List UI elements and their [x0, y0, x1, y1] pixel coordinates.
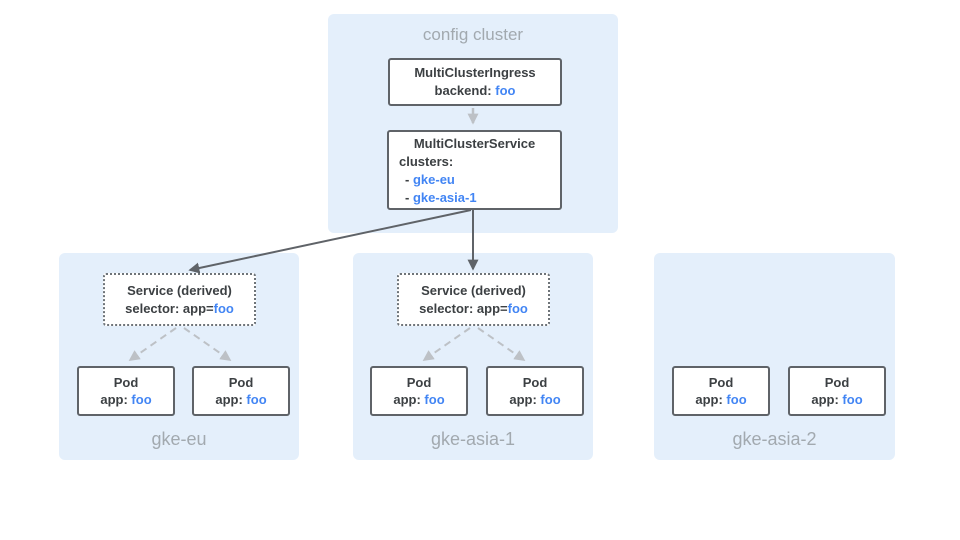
pod-box: Pod app: foo [77, 366, 175, 416]
cluster-label-gke-asia-2: gke-asia-2 [732, 429, 817, 449]
mci-title: MultiClusterIngress [414, 65, 536, 80]
service-selector-label: selector: app= [419, 300, 508, 316]
mcs-item-bullet: - [405, 172, 410, 187]
pod-app-line: app: foo [194, 391, 288, 408]
derived-service-box-gke-asia-1: Service (derived) selector: app=foo [397, 273, 550, 326]
pod-box: Pod app: foo [788, 366, 886, 416]
mcs-item-name: gke-asia-1 [412, 190, 477, 205]
cluster-label-gke-asia-1: gke-asia-1 [430, 429, 516, 449]
pod-title: Pod [113, 375, 139, 390]
pod-app-label: app: [215, 392, 243, 407]
mcs-subtitle: clusters: [399, 154, 454, 169]
pod-title: Pod [824, 375, 850, 390]
pod-box: Pod app: foo [370, 366, 468, 416]
cluster-region-gke-asia-2: gke-asia-2 [654, 253, 895, 460]
service-selector-value: foo [507, 300, 528, 316]
cluster-label-gke-eu: gke-eu [151, 429, 207, 449]
config-cluster-label: config cluster [422, 25, 524, 44]
pod-title: Pod [228, 375, 254, 390]
pod-app-line: app: foo [790, 391, 884, 408]
pod-app-line: app: foo [372, 391, 466, 408]
mcs-title: MultiClusterService [413, 136, 536, 151]
pod-app-label: app: [393, 392, 421, 407]
pod-box: Pod app: foo [192, 366, 290, 416]
pod-title: Pod [708, 375, 734, 390]
multi-cluster-ingress-box: MultiClusterIngress backend: foo [388, 58, 562, 106]
service-selector-label: selector: app= [125, 300, 214, 316]
pod-app-line: app: foo [488, 391, 582, 408]
pod-title: Pod [522, 375, 548, 390]
mcs-item-name: gke-eu [412, 172, 455, 187]
service-selector-value: foo [213, 300, 234, 316]
pod-app-value: foo [424, 392, 445, 407]
pod-app-label: app: [811, 392, 839, 407]
pod-app-label: app: [100, 392, 128, 407]
mci-backend-label: backend: [434, 83, 492, 98]
service-selector-line: selector: app=foo [399, 300, 548, 318]
cluster-region-gke-asia-1: gke-asia-1 [353, 253, 593, 460]
pod-app-label: app: [695, 392, 723, 407]
pod-app-line: app: foo [674, 391, 768, 408]
pod-app-value: foo [131, 392, 152, 407]
mcs-item-bullet: - [405, 190, 410, 205]
pod-box: Pod app: foo [486, 366, 584, 416]
pod-title: Pod [406, 375, 432, 390]
mci-backend-value: foo [495, 83, 516, 98]
derived-service-box-gke-eu: Service (derived) selector: app=foo [103, 273, 256, 326]
service-title: Service (derived) [421, 282, 526, 298]
mcs-cluster-item: - gke-eu [389, 171, 560, 189]
pod-app-value: foo [726, 392, 747, 407]
mci-backend-line: backend: foo [390, 82, 560, 100]
pod-box: Pod app: foo [672, 366, 770, 416]
service-title: Service (derived) [127, 282, 232, 298]
pod-app-value: foo [246, 392, 267, 407]
pod-app-label: app: [509, 392, 537, 407]
multi-cluster-service-box: MultiClusterService clusters: - gke-eu -… [387, 130, 562, 210]
mcs-cluster-item: - gke-asia-1 [389, 189, 560, 207]
pod-app-value: foo [842, 392, 863, 407]
pod-app-value: foo [540, 392, 561, 407]
service-selector-line: selector: app=foo [105, 300, 254, 318]
pod-app-line: app: foo [79, 391, 173, 408]
